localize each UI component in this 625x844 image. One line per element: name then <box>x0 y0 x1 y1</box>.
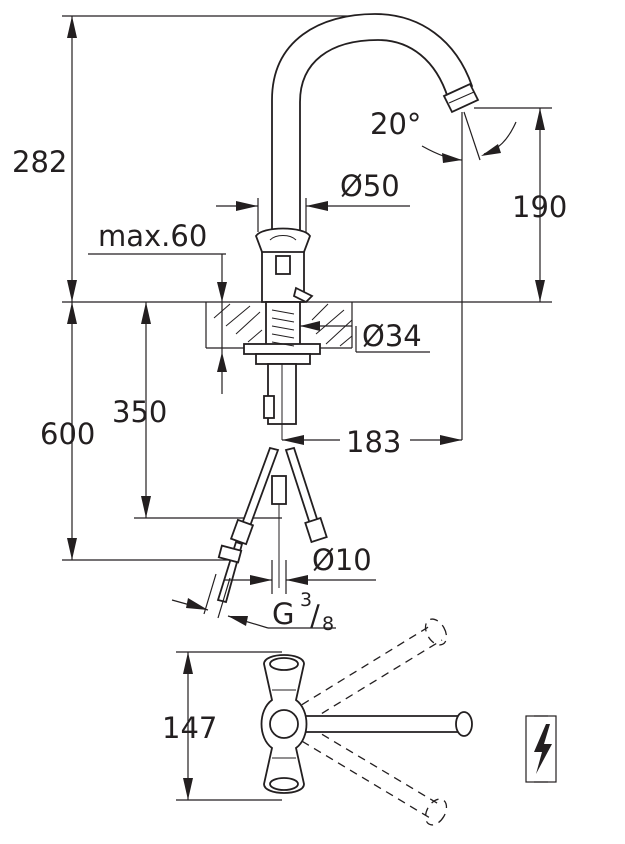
dim-282-label: 282 <box>12 145 67 179</box>
dim-diameter-34-label: Ø34 <box>362 319 422 353</box>
dim-147-label: 147 <box>162 711 217 745</box>
dim-diameter-10: Ø10 <box>224 543 376 594</box>
countertop <box>205 302 353 349</box>
dim-190-label: 190 <box>512 190 567 224</box>
dim-thread: G 3 / 8 <box>171 573 336 635</box>
spout <box>271 13 474 236</box>
handle-top-view <box>260 654 308 794</box>
dim-thread-slash: / <box>310 599 320 633</box>
dim-183-label: 183 <box>346 425 401 459</box>
tap-body <box>255 227 314 304</box>
dim-max-60-label: max.60 <box>98 219 207 253</box>
dim-190: 190 <box>474 107 567 302</box>
dim-thread-num: 3 <box>300 589 312 611</box>
dim-diameter-50: Ø50 <box>216 169 410 232</box>
dim-angle-label: 20° <box>370 107 421 141</box>
swivel-range <box>289 618 448 826</box>
dim-350: 350 <box>112 302 282 519</box>
supply-hoses <box>216 446 328 604</box>
dim-147: 147 <box>162 651 282 801</box>
mounting-shank <box>243 301 321 440</box>
dim-angle: 20° <box>370 107 517 440</box>
dim-600-label: 600 <box>40 417 95 451</box>
lightning-bolt-icon <box>525 715 557 783</box>
dim-600: 600 <box>40 302 228 561</box>
spout-top-view <box>293 711 473 737</box>
dim-183: 183 <box>282 425 462 459</box>
dim-diameter-10-label: Ø10 <box>312 543 372 577</box>
dim-diameter-34: Ø34 <box>300 319 430 353</box>
dim-max-60: max.60 <box>88 219 227 394</box>
dim-282: 282 <box>12 16 77 302</box>
dim-350-label: 350 <box>112 395 167 429</box>
dim-diameter-50-label: Ø50 <box>340 169 400 203</box>
dim-thread-label: G <box>272 597 294 631</box>
dim-thread-den: 8 <box>322 613 334 635</box>
